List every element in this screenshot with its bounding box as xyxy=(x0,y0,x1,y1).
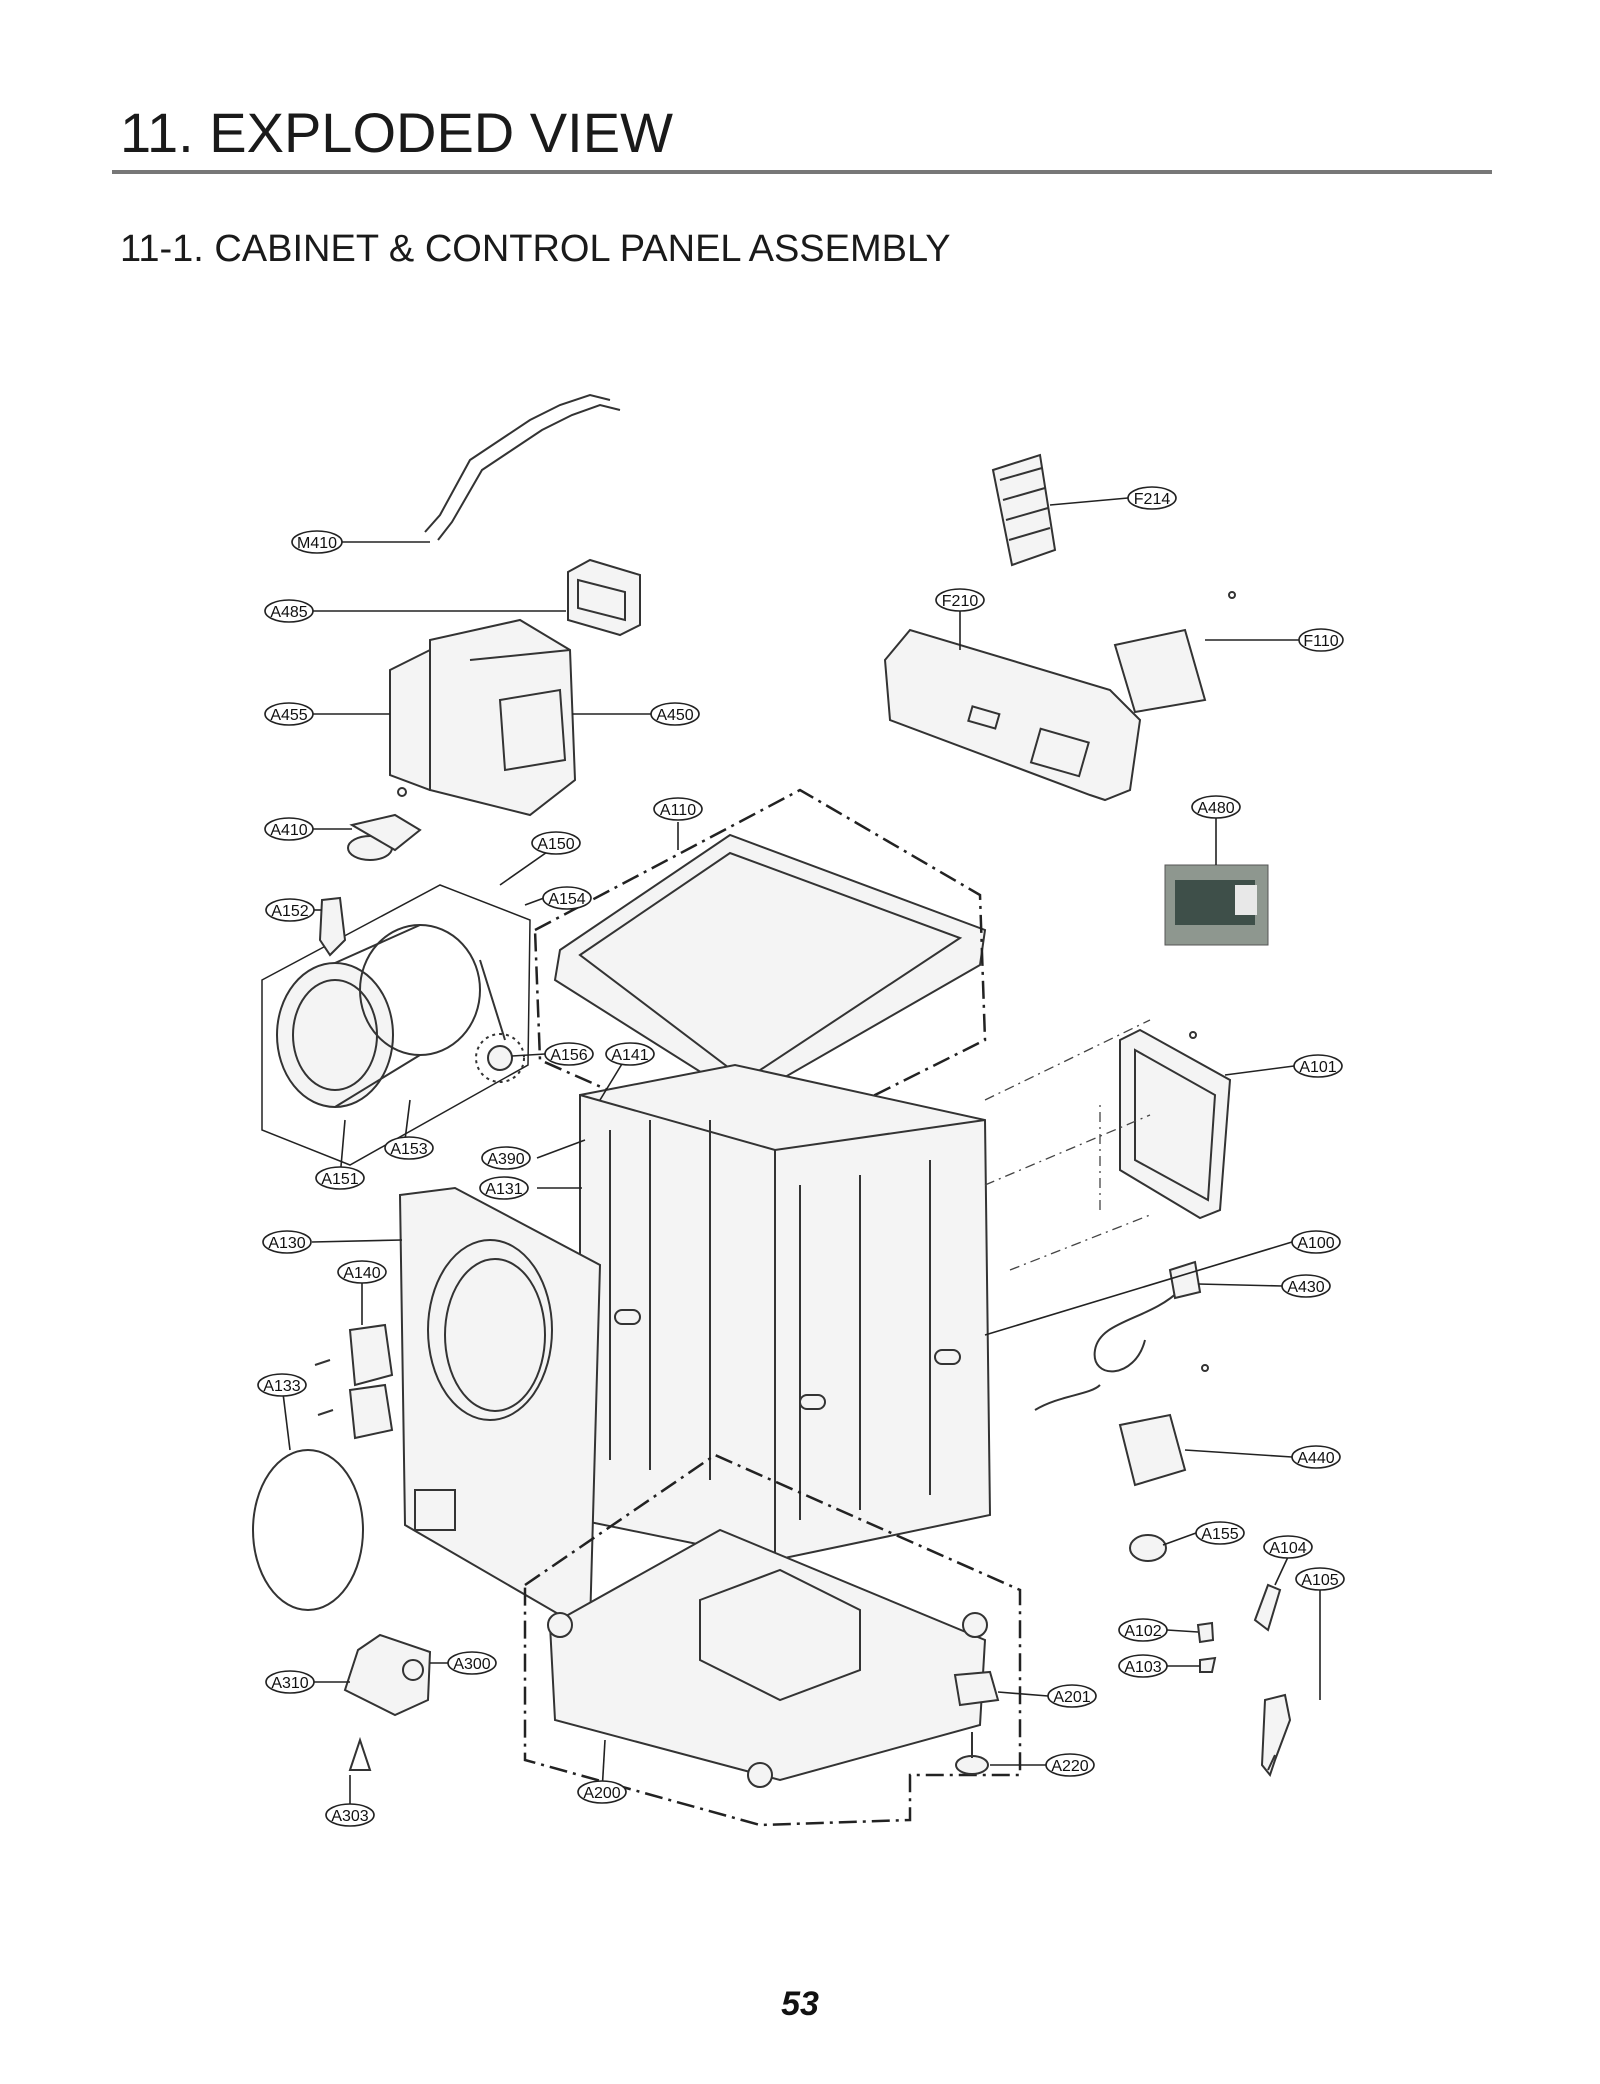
callout-a156: A156 xyxy=(544,1042,594,1066)
svg-text:A103: A103 xyxy=(1124,1659,1161,1676)
svg-text:F214: F214 xyxy=(1134,491,1171,508)
callout-a480: A480 xyxy=(1191,795,1241,819)
callout-f110: F110 xyxy=(1298,628,1344,652)
svg-text:A110: A110 xyxy=(660,802,696,819)
callout-a131: A131 xyxy=(479,1176,529,1200)
svg-text:A101: A101 xyxy=(1299,1059,1336,1076)
svg-text:A310: A310 xyxy=(271,1675,308,1692)
callout-a450: A450 xyxy=(650,702,700,726)
svg-text:A140: A140 xyxy=(343,1265,380,1282)
svg-text:A200: A200 xyxy=(583,1785,620,1802)
svg-text:A450: A450 xyxy=(656,707,693,724)
callout-a200: A200 xyxy=(577,1780,627,1804)
callout-a105: A105 xyxy=(1295,1567,1345,1591)
svg-text:A485: A485 xyxy=(270,604,307,621)
callout-a154: A154 xyxy=(542,886,592,910)
callout-a430: A430 xyxy=(1281,1274,1331,1298)
callout-a410: A410 xyxy=(264,817,314,841)
callout-m410: M410 xyxy=(291,530,343,554)
callout-a300: A300 xyxy=(447,1651,497,1675)
svg-text:A152: A152 xyxy=(271,903,308,920)
svg-text:A104: A104 xyxy=(1269,1540,1306,1557)
callout-a440: A440 xyxy=(1291,1445,1341,1469)
callout-f214: F214 xyxy=(1127,486,1177,510)
callout-a110: A110 xyxy=(653,797,703,821)
callout-f210: F210 xyxy=(935,588,985,612)
callout-a201: A201 xyxy=(1047,1684,1097,1708)
callout-a130: A130 xyxy=(262,1230,312,1254)
svg-text:A155: A155 xyxy=(1201,1526,1238,1543)
svg-text:A390: A390 xyxy=(487,1151,524,1168)
callout-a485: A485 xyxy=(264,599,314,623)
callout-a455: A455 xyxy=(264,702,314,726)
svg-text:A141: A141 xyxy=(611,1047,648,1064)
title-rule xyxy=(112,170,1492,174)
callout-a220: A220 xyxy=(1045,1753,1095,1777)
svg-text:A201: A201 xyxy=(1053,1689,1090,1706)
callout-a140: A140 xyxy=(337,1260,387,1284)
svg-text:A410: A410 xyxy=(270,822,307,839)
callout-a303: A303 xyxy=(325,1803,375,1827)
svg-text:A151: A151 xyxy=(321,1171,358,1188)
callout-a153: A153 xyxy=(384,1136,434,1160)
callout-a151: A151 xyxy=(315,1166,365,1190)
callout-a133: A133 xyxy=(257,1373,307,1397)
svg-text:A105: A105 xyxy=(1301,1572,1338,1589)
svg-text:A156: A156 xyxy=(550,1047,587,1064)
callout-a141: A141 xyxy=(605,1042,655,1066)
svg-text:A154: A154 xyxy=(548,891,585,908)
page-number: 53 xyxy=(781,1985,819,2023)
callout-a102: A102 xyxy=(1118,1618,1168,1642)
svg-text:F210: F210 xyxy=(942,593,979,610)
svg-text:A300: A300 xyxy=(453,1656,490,1673)
callout-a150: A150 xyxy=(531,831,581,855)
parts-art xyxy=(252,393,1292,1827)
svg-text:A150: A150 xyxy=(537,836,574,853)
callout-a103: A103 xyxy=(1118,1654,1168,1678)
svg-text:A130: A130 xyxy=(268,1235,305,1252)
svg-text:F110: F110 xyxy=(1303,633,1338,650)
svg-text:M410: M410 xyxy=(297,535,337,552)
svg-text:A100: A100 xyxy=(1297,1235,1334,1252)
callout-a390: A390 xyxy=(481,1146,531,1170)
svg-text:A153: A153 xyxy=(390,1141,427,1158)
callout-a100: A100 xyxy=(1291,1230,1341,1254)
callout-a101: A101 xyxy=(1293,1054,1343,1078)
svg-text:A303: A303 xyxy=(331,1808,368,1825)
callout-labels: M410 A485 A455 A450 A410 A150 A152 A154 … xyxy=(257,486,1345,1827)
svg-text:A220: A220 xyxy=(1051,1758,1088,1775)
section-title: 11-1. CABINET & CONTROL PANEL ASSEMBLY xyxy=(120,228,951,270)
callout-a310: A310 xyxy=(265,1670,315,1694)
svg-text:A133: A133 xyxy=(263,1378,300,1395)
callout-a104: A104 xyxy=(1263,1535,1313,1559)
svg-text:A102: A102 xyxy=(1124,1623,1161,1640)
svg-text:A131: A131 xyxy=(485,1181,522,1198)
callout-a152: A152 xyxy=(265,898,315,922)
svg-text:A455: A455 xyxy=(270,707,307,724)
svg-text:A440: A440 xyxy=(1297,1450,1334,1467)
svg-text:A480: A480 xyxy=(1197,800,1234,817)
callout-a155: A155 xyxy=(1195,1521,1245,1545)
page-title: 11. EXPLODED VIEW xyxy=(120,101,673,164)
svg-text:A430: A430 xyxy=(1287,1279,1324,1296)
